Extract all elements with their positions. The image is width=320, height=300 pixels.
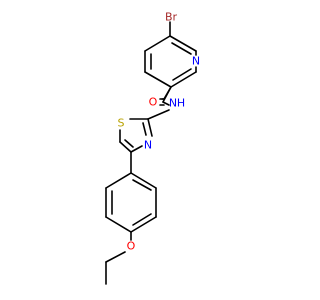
atom-br: Br: [165, 11, 178, 24]
bond-p3-p4-double: [132, 213, 152, 226]
bond-c4t-n: [130, 145, 143, 153]
atom-ether-o: O: [127, 240, 136, 253]
bond-nh-thiazole: [147, 109, 170, 120]
atom-labels: Br N O N H S N O: [118, 11, 201, 253]
atom-pyridine-n: N: [192, 55, 200, 68]
atom-amide-o: O: [149, 96, 158, 109]
atom-thiazole-n: N: [144, 139, 152, 152]
bond-c5t-c4t-double: [124, 139, 134, 148]
bond-c5t-c4t: [119, 141, 132, 153]
atom-thiazole-s: S: [118, 117, 125, 130]
bond-c1-c2-double: [171, 42, 192, 55]
bond-c9-carbonyl: [162, 86, 172, 103]
bond-carbonyl-nh: [162, 101, 170, 106]
bond-p6-p1: [105, 172, 132, 189]
atom-amide-nh: N: [169, 97, 177, 110]
bond-p3-p4: [130, 216, 157, 233]
bond-p4-p5: [105, 216, 132, 233]
bond-p1-p2-double: [132, 179, 152, 191]
atom-amide-h: H: [177, 97, 185, 110]
bond-p1-p2: [130, 172, 157, 189]
bond-c6-c5-double: [172, 68, 192, 81]
bond-o-ch2: [105, 251, 126, 263]
molecule-diagram: Br N O N H S N O: [105, 11, 201, 285]
bond-c6-c5: [170, 71, 197, 88]
bond-c1-c2: [169, 35, 197, 52]
bond-c5-c4: [144, 71, 172, 88]
bond-n-c2t-double: [142, 122, 147, 136]
bond-n-c2t: [147, 118, 153, 137]
bond-lines: [105, 21, 197, 285]
bond-c3-c1: [144, 35, 171, 52]
